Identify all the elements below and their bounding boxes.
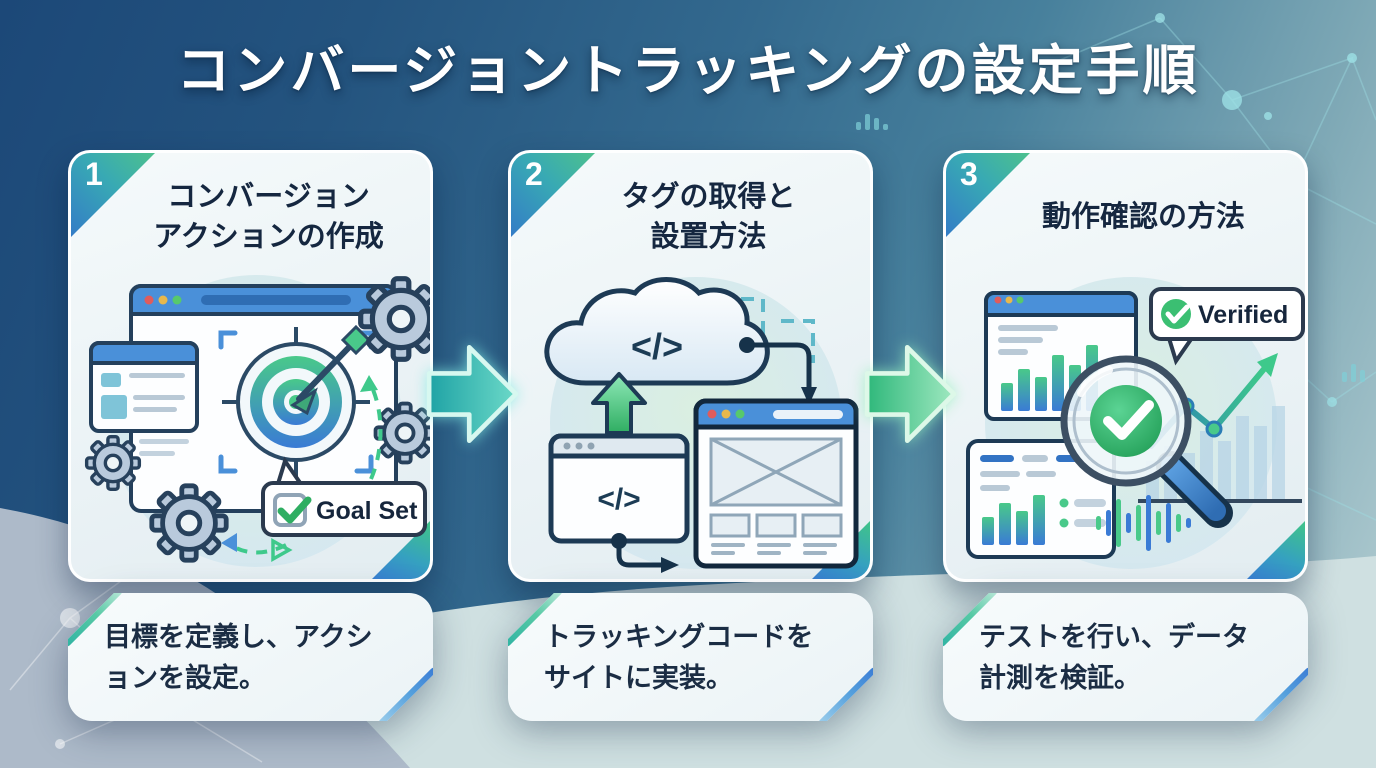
code-symbol: </> <box>631 326 683 367</box>
description-line: トラッキングコードを <box>544 622 814 652</box>
check-circle-icon <box>1161 299 1191 329</box>
equalizer-icon <box>1096 495 1191 551</box>
step-number: 2 <box>525 156 543 192</box>
description-line: 計測を検証。 <box>979 662 1141 693</box>
flow-arrow-2-icon <box>864 345 957 443</box>
description-text: テストを行い、データ 計測を検証。 <box>979 617 1284 698</box>
description-line: サイトに実装。 <box>544 662 733 693</box>
conversion-action-illustration: Goal Set <box>84 275 430 567</box>
badge-label: Verified <box>1198 301 1288 329</box>
check-icon <box>1103 400 1154 440</box>
card-title-line: アクションの作成 <box>153 221 384 253</box>
verified-badge: Verified <box>1149 287 1305 366</box>
card-title-line: 動作確認の方法 <box>1041 200 1245 233</box>
description-box: 目標を定義し、アクシ ョンを設定。 <box>68 593 433 721</box>
target-arrow-icon <box>222 324 372 477</box>
verification-illustration: Verified <box>966 277 1305 569</box>
step-card-1: 1 コンバージョン アクションの作成 <box>68 150 433 582</box>
card-title-line: タグの取得と <box>621 180 796 213</box>
description-box: トラッキングコードを サイトに実装。 <box>508 593 873 721</box>
step-description-2: トラッキングコードを サイトに実装。 <box>508 593 873 721</box>
step-card-2: 2 タグの取得と 設置方法 <box>508 150 873 582</box>
tag-install-illustration: </> </> <box>544 277 859 573</box>
step-card-3: 3 動作確認の方法 <box>943 150 1308 582</box>
step-description-3: テストを行い、データ 計測を検証。 <box>943 593 1308 721</box>
step-description-1: 目標を定義し、アクシ ョンを設定。 <box>68 593 433 721</box>
card-header: タグの取得と 設置方法 <box>561 169 856 265</box>
step-number: 3 <box>960 156 978 192</box>
description-box: テストを行い、データ 計測を検証。 <box>943 593 1308 721</box>
side-panel-icon <box>89 341 199 433</box>
cloud-code-icon: </> <box>544 277 770 386</box>
description-line: 目標を定義し、アクシ <box>104 622 373 652</box>
flow-arrow-1-icon <box>426 345 519 443</box>
description-text: トラッキングコードを サイトに実装。 <box>544 617 849 698</box>
description-line: テストを行い、データ <box>979 622 1249 652</box>
card-header: 動作確認の方法 <box>996 169 1291 265</box>
check-icon <box>1165 304 1190 324</box>
arrowhead-icon <box>360 375 378 392</box>
card-title-line: コンバージョン <box>167 180 370 213</box>
upload-arrow-icon <box>591 372 647 435</box>
description-line: ョンを設定。 <box>104 662 266 693</box>
code-symbol: </> <box>597 483 640 516</box>
card-title-line: 設置方法 <box>650 221 767 253</box>
code-file-icon: </> <box>548 433 690 544</box>
magnifier-check-icon <box>1060 355 1233 528</box>
website-wireframe-icon <box>693 398 859 569</box>
step-number: 1 <box>85 156 103 192</box>
description-text: 目標を定義し、アクシ ョンを設定。 <box>104 617 409 698</box>
badge-label: Goal Set <box>316 497 418 525</box>
report-panel-icon <box>966 439 1116 559</box>
page-title: コンバージョントラッキングの設定手順 <box>176 41 1200 101</box>
card-header: コンバージョン アクションの作成 <box>121 169 416 265</box>
